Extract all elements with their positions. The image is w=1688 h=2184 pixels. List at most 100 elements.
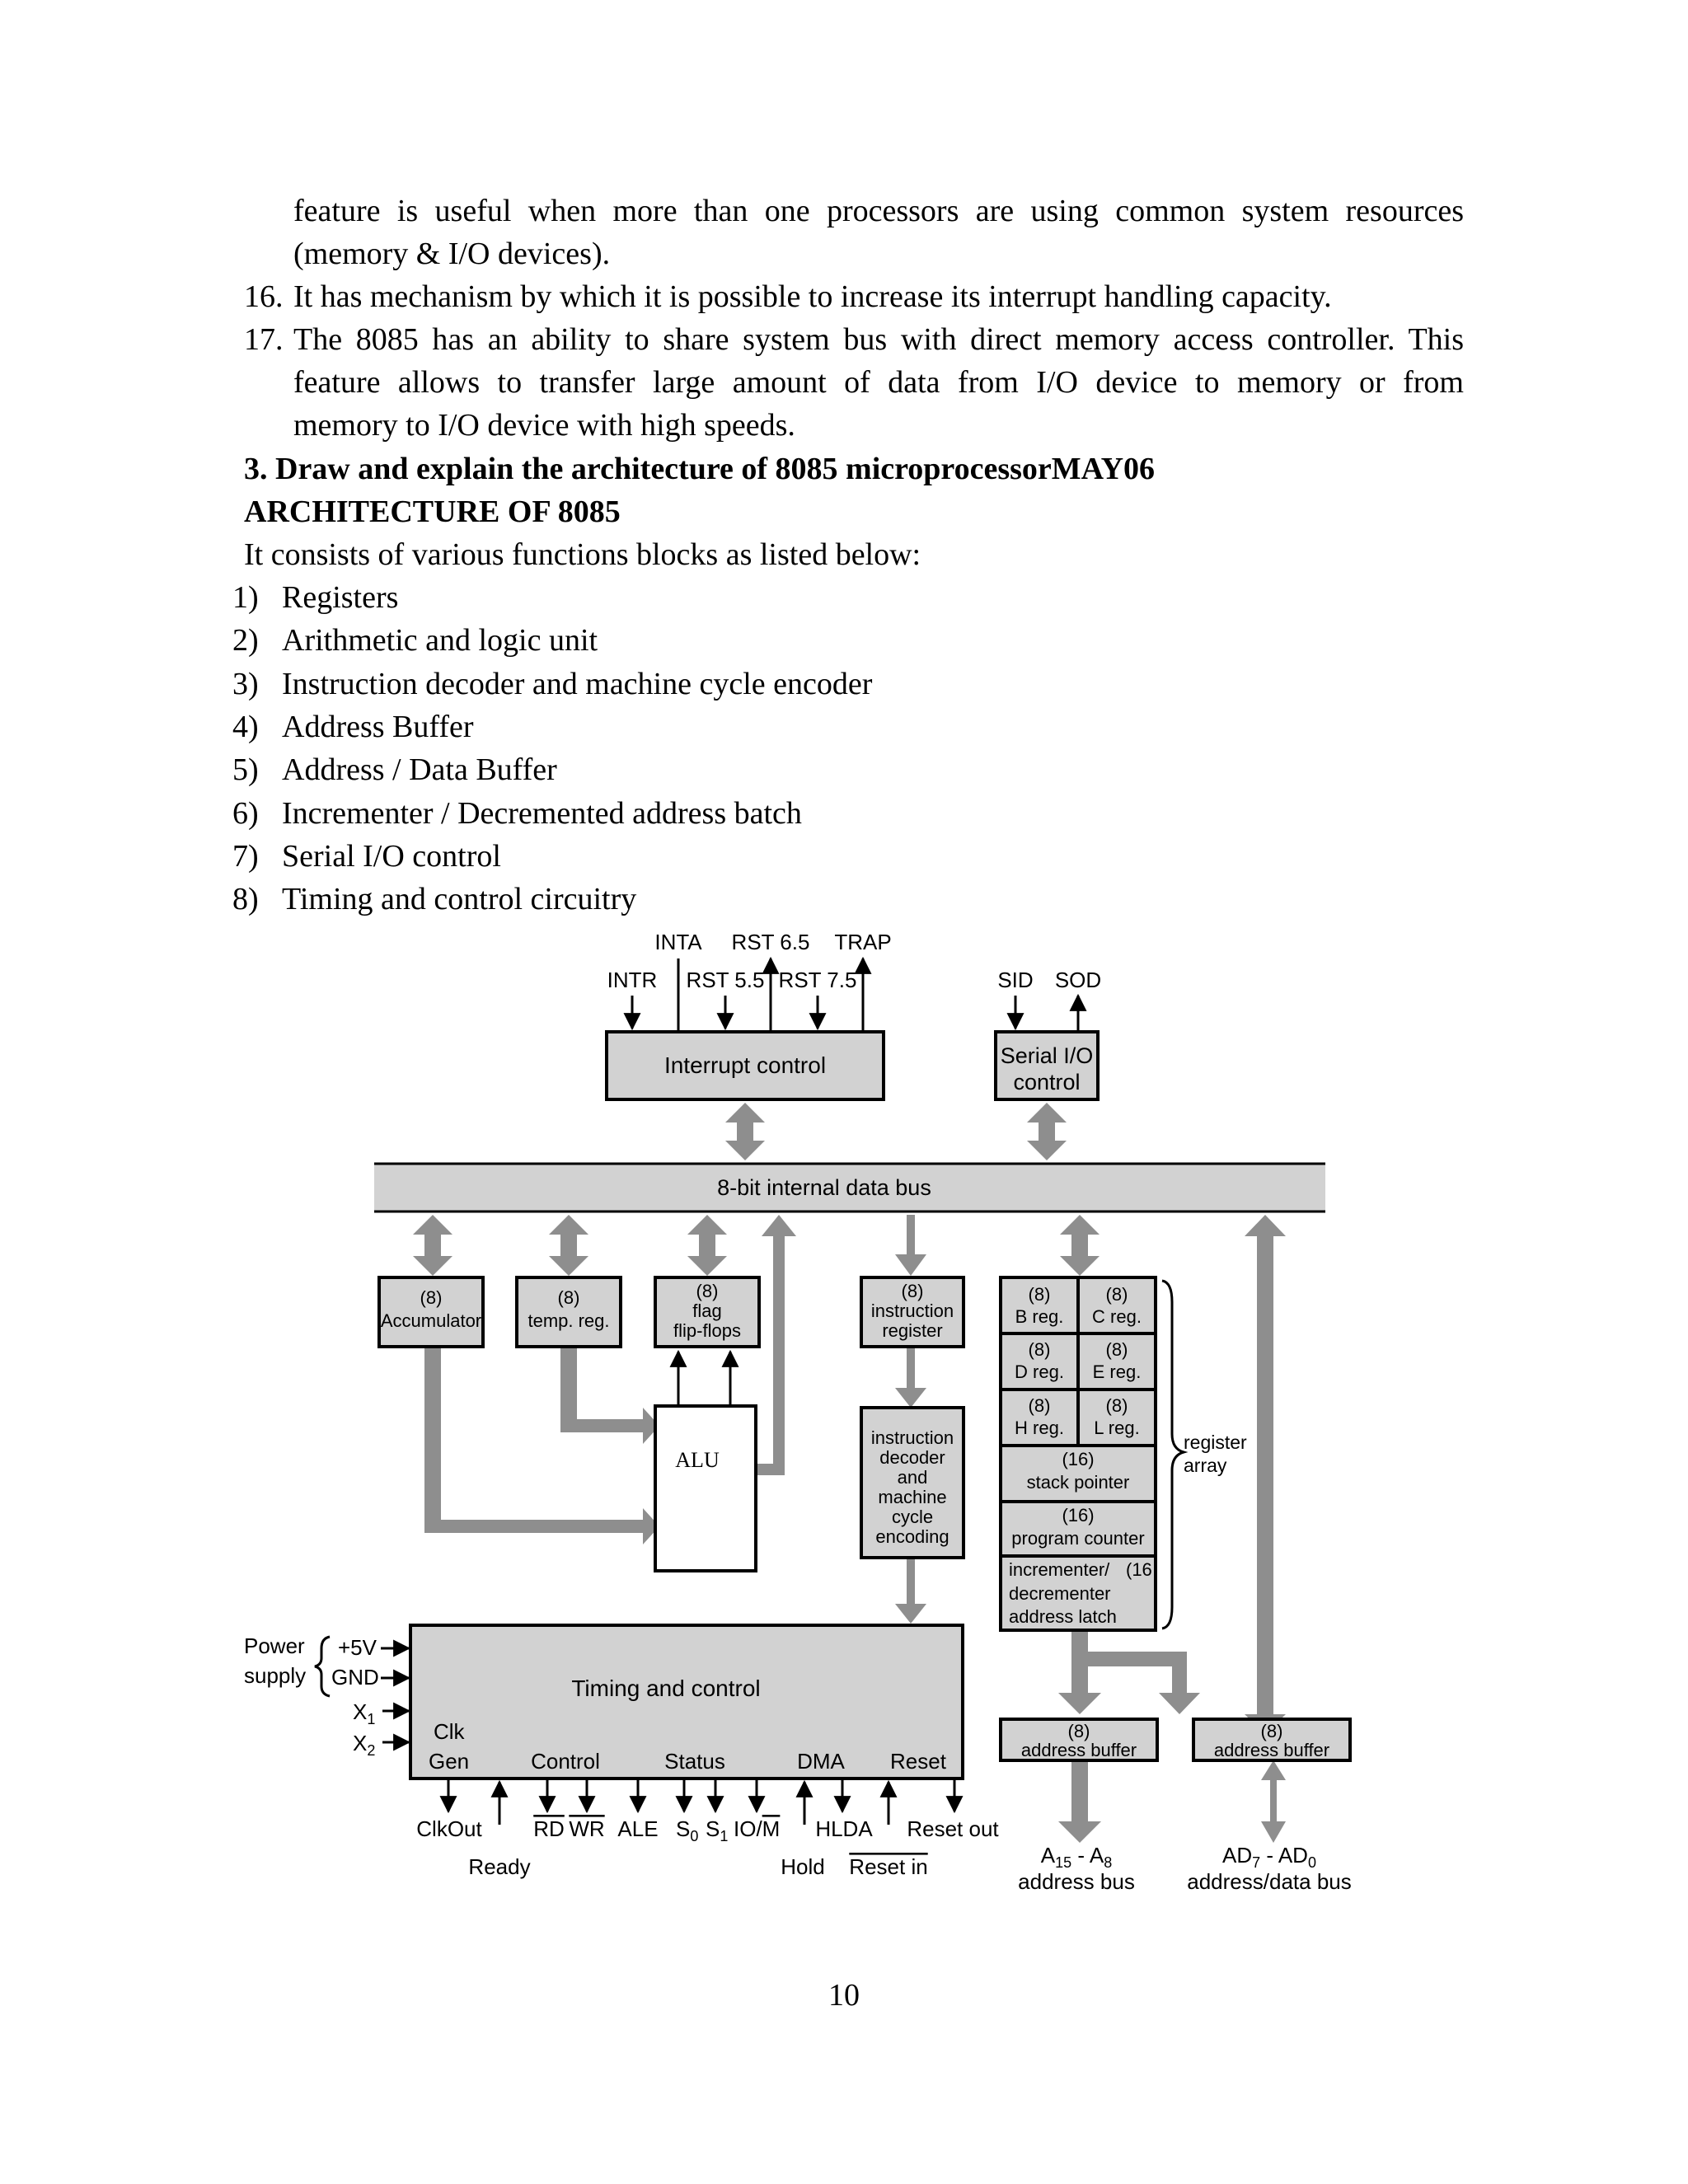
s0-label: S bbox=[676, 1816, 690, 1841]
internal-data-bus-label: 8-bit internal data bus bbox=[717, 1175, 931, 1200]
accumulator-block bbox=[377, 1276, 485, 1348]
clk-label-1: Clk bbox=[434, 1719, 466, 1744]
rst55-label: RST 5.5 bbox=[687, 968, 765, 992]
ir-size: (8) bbox=[902, 1281, 924, 1301]
item-17-line-1: The 8085 has an ability to share system … bbox=[293, 322, 1464, 357]
flags-label-1: flag bbox=[692, 1301, 721, 1321]
dma-label: DMA bbox=[797, 1749, 845, 1774]
list-item: Address Buffer bbox=[282, 710, 474, 744]
item-17-line-2: feature allows to transfer large amount … bbox=[293, 365, 1464, 400]
list-item: Instruction decoder and machine cycle en… bbox=[282, 667, 873, 701]
list-item: Registers bbox=[282, 580, 399, 615]
power-label-1: Power bbox=[244, 1633, 305, 1658]
item-16-text: It has mechanism by which it is possible… bbox=[293, 279, 1332, 314]
list-item-number: 5) bbox=[232, 752, 259, 787]
svg-text:S0: S0 bbox=[676, 1816, 698, 1844]
list-item: Timing and control circuitry bbox=[282, 882, 637, 916]
serial-io-label-2: control bbox=[1013, 1070, 1080, 1094]
list-item-number: 3) bbox=[232, 667, 259, 701]
decoder-label-5: cycle bbox=[892, 1507, 933, 1527]
plus5v-label: +5V bbox=[338, 1635, 377, 1660]
control-label: Control bbox=[531, 1749, 600, 1774]
d-reg-label: D reg. bbox=[1015, 1361, 1064, 1382]
flag-flip-flops-block bbox=[654, 1276, 761, 1348]
ad-bus-label: AD bbox=[1222, 1843, 1252, 1868]
intro-text: It consists of various functions blocks … bbox=[244, 537, 921, 572]
incdec-label-1: incrementer/ bbox=[1009, 1559, 1110, 1580]
c-reg-size: (8) bbox=[1106, 1284, 1128, 1305]
question-heading: 3. Draw and explain the architecture of … bbox=[244, 452, 1156, 486]
incdec-label-3: address latch bbox=[1009, 1606, 1117, 1627]
svg-text:A15 - A8: A15 - A8 bbox=[1041, 1843, 1112, 1871]
incdec-label-2: decrementer bbox=[1009, 1583, 1111, 1604]
inta-label: INTA bbox=[654, 930, 702, 954]
rst65-label: RST 6.5 bbox=[732, 930, 810, 954]
list-item: Incrementer / Decremented address batch bbox=[282, 796, 802, 831]
serial-io-control-block bbox=[994, 1030, 1100, 1101]
item-17-line-3: memory to I/O device with high speeds. bbox=[293, 408, 795, 443]
svg-text:S1: S1 bbox=[706, 1816, 728, 1844]
address-bus-label: address bus bbox=[1018, 1869, 1135, 1894]
a-bus-sub-2: 8 bbox=[1104, 1854, 1112, 1871]
h-reg-size: (8) bbox=[1029, 1395, 1051, 1416]
page-number: 10 bbox=[828, 1978, 860, 2013]
addr-buffer-high-label: address buffer bbox=[1021, 1740, 1137, 1760]
continuation-line-2: (memory & I/O devices). bbox=[293, 237, 611, 271]
d-reg-size: (8) bbox=[1029, 1339, 1051, 1360]
x2-label: X bbox=[353, 1731, 367, 1755]
item-17-number: 17. bbox=[244, 322, 284, 357]
list-item-number: 8) bbox=[232, 882, 259, 916]
b-reg-size: (8) bbox=[1029, 1284, 1051, 1305]
sp-label: stack pointer bbox=[1027, 1472, 1130, 1493]
x1-sub: 1 bbox=[367, 1711, 375, 1727]
register-array: (8) B reg. (8) C reg. (8) D reg. (8) E r… bbox=[999, 1276, 1157, 1632]
power-label-2: supply bbox=[244, 1663, 306, 1688]
reset-label: Reset bbox=[890, 1749, 947, 1774]
list-item: Arithmetic and logic unit bbox=[282, 623, 598, 658]
svg-text:X2: X2 bbox=[353, 1731, 375, 1759]
a-bus-sub-1: 15 bbox=[1055, 1854, 1071, 1871]
clk-label-2: Gen bbox=[429, 1749, 469, 1774]
svg-text:IO/M: IO/M bbox=[734, 1816, 780, 1841]
reset-in-label: Reset in bbox=[849, 1854, 927, 1879]
power-brace bbox=[314, 1635, 331, 1698]
ale-label: ALE bbox=[617, 1816, 658, 1841]
decoder-label-1: instruction bbox=[871, 1427, 954, 1448]
address-data-bus-label: address/data bus bbox=[1187, 1869, 1351, 1894]
incdec-size: (16 bbox=[1126, 1559, 1152, 1580]
sp-size: (16) bbox=[1062, 1449, 1094, 1469]
timing-control-block bbox=[409, 1624, 964, 1780]
addr-buffer-high-size: (8) bbox=[1068, 1721, 1090, 1741]
addr-buffer-low-label: address buffer bbox=[1214, 1740, 1329, 1760]
a-bus-mid: - A bbox=[1071, 1843, 1104, 1868]
clkout-label: ClkOut bbox=[416, 1816, 482, 1841]
io-label: IO/ bbox=[734, 1816, 762, 1841]
svg-text:X1: X1 bbox=[353, 1699, 375, 1727]
ad-bus-sub-2: 0 bbox=[1308, 1854, 1316, 1871]
register-array-label-2: array bbox=[1184, 1455, 1227, 1476]
ad-bus-mid: - AD bbox=[1260, 1843, 1308, 1868]
instruction-register-block bbox=[860, 1276, 965, 1348]
list-item: Serial I/O control bbox=[282, 839, 501, 874]
section-heading: ARCHITECTURE OF 8085 bbox=[244, 494, 621, 529]
hlda-label: HLDA bbox=[815, 1816, 873, 1841]
sod-label: SOD bbox=[1055, 968, 1101, 992]
intr-label: INTR bbox=[607, 968, 658, 992]
s1-label: S bbox=[706, 1816, 720, 1841]
interrupt-control-block bbox=[605, 1030, 885, 1101]
list-item: Address / Data Buffer bbox=[282, 752, 557, 787]
register-array-label-1: register bbox=[1184, 1432, 1247, 1453]
decoder-label-4: machine bbox=[878, 1487, 946, 1507]
x1-label: X bbox=[353, 1699, 367, 1724]
l-reg-label: L reg. bbox=[1094, 1418, 1139, 1438]
decoder-label-3: and bbox=[898, 1467, 928, 1488]
serial-io-label-1: Serial I/O bbox=[1001, 1043, 1094, 1068]
address-buffer-low bbox=[1192, 1718, 1352, 1762]
decoder-label-6: encoding bbox=[875, 1526, 949, 1547]
e-reg-size: (8) bbox=[1106, 1339, 1128, 1360]
b-reg-label: B reg. bbox=[1015, 1306, 1064, 1327]
ready-label: Ready bbox=[468, 1854, 530, 1879]
temp-reg-label: temp. reg. bbox=[528, 1310, 609, 1331]
svg-text:AD7 - AD0: AD7 - AD0 bbox=[1222, 1843, 1316, 1871]
timing-control-label: Timing and control bbox=[571, 1675, 760, 1701]
